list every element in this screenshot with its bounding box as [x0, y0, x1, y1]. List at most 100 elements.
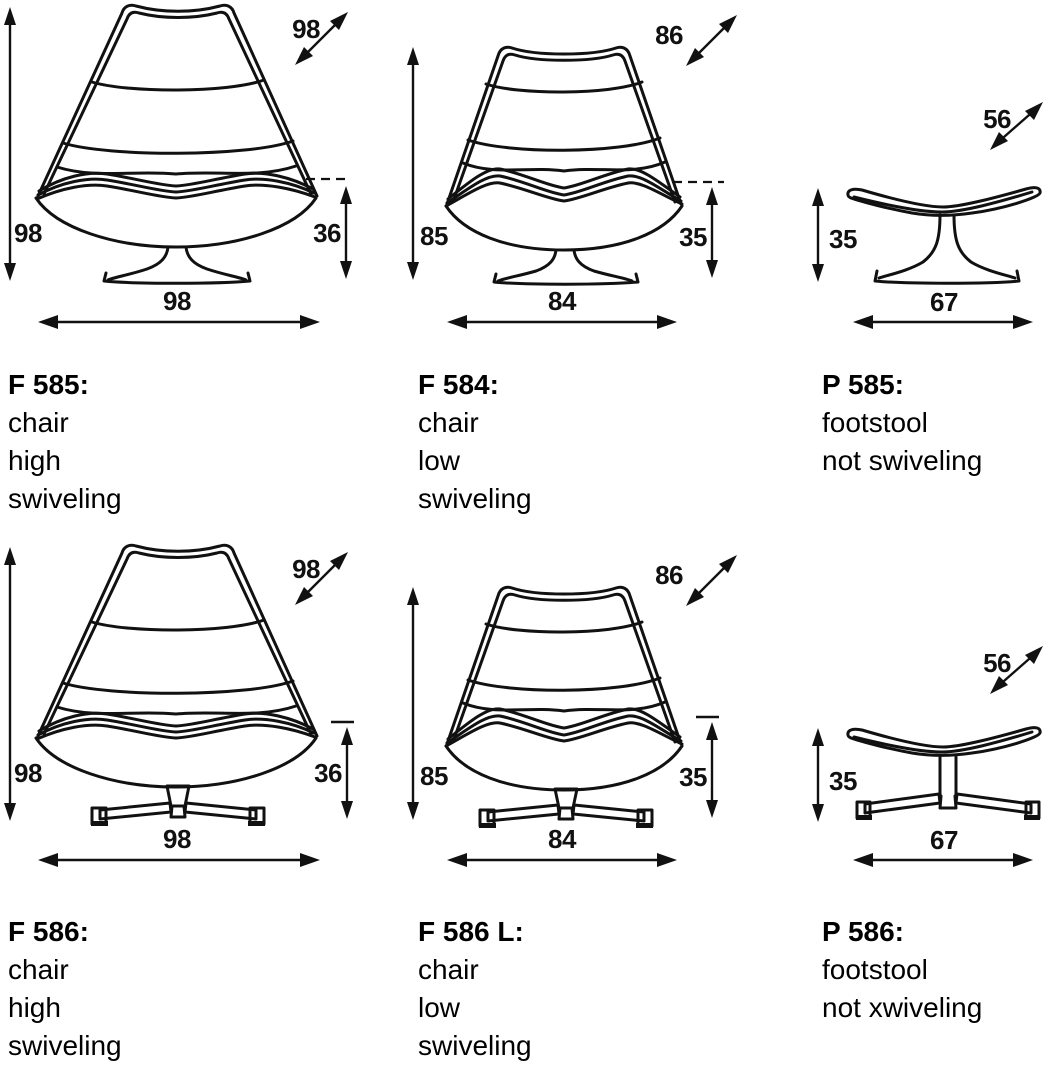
product-desc-line: swiveling — [418, 483, 532, 514]
back-seam-2 — [61, 679, 295, 695]
seat-bowl — [34, 196, 318, 249]
footstool-cross — [846, 726, 1042, 820]
f584-drawing: 85 86 35 84 — [407, 15, 737, 329]
product-desc-line: not swiveling — [822, 445, 983, 476]
dim-width: 67 — [930, 825, 958, 855]
cushion-seam — [852, 730, 1034, 754]
cross-left-leg — [863, 792, 942, 815]
dim-depth: 56 — [983, 104, 1011, 134]
cushion-outline — [846, 186, 1042, 217]
dim-height: 35 — [829, 766, 857, 796]
seat-fold-1 — [446, 707, 682, 741]
pedestal-foot — [873, 269, 1021, 285]
pedestal-left — [877, 213, 942, 280]
seat-fold-3 — [35, 723, 317, 741]
chair-shell-inner-line — [451, 52, 677, 204]
product-desc-line: low — [418, 992, 461, 1023]
pedestal-right — [952, 213, 1017, 280]
card-f585: F 585: chair high swiveling — [8, 366, 328, 518]
dim-height: 85 — [420, 761, 448, 791]
chair-low-pedestal — [444, 45, 684, 286]
chair-shell-inner-line — [42, 10, 313, 196]
chair-high-pedestal — [34, 3, 319, 285]
dim-seat-height: 35 — [679, 222, 707, 252]
product-desc-line: low — [418, 445, 461, 476]
product-desc-line: swiveling — [8, 1030, 122, 1061]
product-code: P 585: — [822, 369, 904, 400]
chair-low-cross — [444, 585, 684, 828]
product-desc-line: not xwiveling — [822, 992, 983, 1023]
product-desc-line: high — [8, 445, 61, 476]
footstool-pedestal — [846, 186, 1042, 285]
product-code: F 586: — [8, 916, 89, 947]
seat-fold-2 — [36, 177, 316, 197]
product-desc-line: footstool — [822, 407, 928, 438]
right-foot-pad — [1024, 815, 1040, 820]
back-seam-1 — [90, 618, 266, 632]
product-code: P 586: — [822, 916, 904, 947]
cross-front-leg — [938, 794, 958, 810]
pedestal-left — [106, 245, 170, 282]
chair-shell-inner-line — [42, 550, 313, 736]
p586-drawing: 35 56 67 — [812, 646, 1043, 867]
chair-shell-outline — [36, 3, 319, 198]
product-code: F 584: — [418, 369, 499, 400]
left-foot-pad — [479, 823, 496, 828]
figure-f584: 85 86 35 84 — [390, 0, 740, 350]
product-code: F 585: — [8, 369, 89, 400]
dim-height: 35 — [829, 224, 857, 254]
back-seam-2 — [466, 136, 662, 152]
f585-dimensions: 98 98 36 98 — [4, 7, 352, 329]
card-p585: P 585: footstool not swiveling — [822, 366, 1049, 480]
card-f584: F 584: chair low swiveling — [418, 366, 738, 518]
pedestal-right — [184, 245, 248, 282]
dim-depth: 56 — [983, 648, 1011, 678]
pedestal-foot — [102, 271, 252, 285]
dim-width: 98 — [163, 286, 191, 316]
cross-right-leg — [954, 792, 1033, 815]
figure-f586: 98 98 36 98 — [0, 540, 360, 890]
figure-p585: 35 56 67 — [780, 0, 1049, 350]
product-desc-line: chair — [8, 407, 69, 438]
product-desc-line: chair — [418, 954, 479, 985]
f586l-drawing: 85 86 35 84 — [407, 555, 737, 867]
product-desc-line: high — [8, 992, 61, 1023]
seat-fold-3 — [35, 183, 317, 201]
p585-drawing: 35 56 67 — [812, 102, 1043, 329]
pedestal-right — [572, 248, 634, 283]
chair-shell-outline — [445, 585, 683, 746]
chair-shell-outline — [36, 543, 319, 738]
product-desc-line: footstool — [822, 954, 928, 985]
card-p586: P 586: footstool not xwiveling — [822, 913, 1049, 1027]
dim-width: 98 — [163, 824, 191, 854]
back-seam-1 — [90, 78, 266, 92]
p586-dimensions: 35 56 67 — [812, 646, 1043, 867]
f586-drawing: 98 98 36 98 — [4, 543, 354, 867]
product-desc-line: chair — [8, 954, 69, 985]
product-desc-line: swiveling — [8, 483, 122, 514]
chair-shell-outline — [445, 45, 683, 206]
dim-seat-height: 36 — [313, 218, 341, 248]
card-f586l: F 586 L: chair low swiveling — [418, 913, 738, 1065]
f585-drawing: 98 98 36 98 — [4, 3, 352, 329]
cross-left-leg — [486, 803, 561, 823]
f584-dimensions: 85 86 35 84 — [407, 15, 737, 329]
dim-depth: 86 — [655, 20, 683, 50]
dim-depth: 98 — [292, 554, 320, 584]
pedestal-foot — [492, 272, 640, 286]
dim-seat-height: 36 — [314, 758, 342, 788]
cross-right-leg — [183, 801, 258, 821]
seat-fold-2 — [445, 174, 683, 205]
cushion-outline — [846, 726, 1042, 757]
back-seam-2 — [61, 139, 295, 155]
f586l-dimensions: 85 86 35 84 — [407, 555, 737, 867]
back-seam-1 — [484, 620, 644, 634]
seat-fold-1 — [37, 711, 315, 733]
right-foot-pad — [636, 823, 653, 828]
seat-fold-2 — [36, 717, 316, 737]
product-code: F 586 L: — [418, 916, 524, 947]
dim-height: 98 — [14, 758, 42, 788]
pedestal-left — [496, 248, 558, 283]
dim-width: 84 — [548, 286, 577, 316]
seat-fold-1 — [37, 171, 315, 193]
